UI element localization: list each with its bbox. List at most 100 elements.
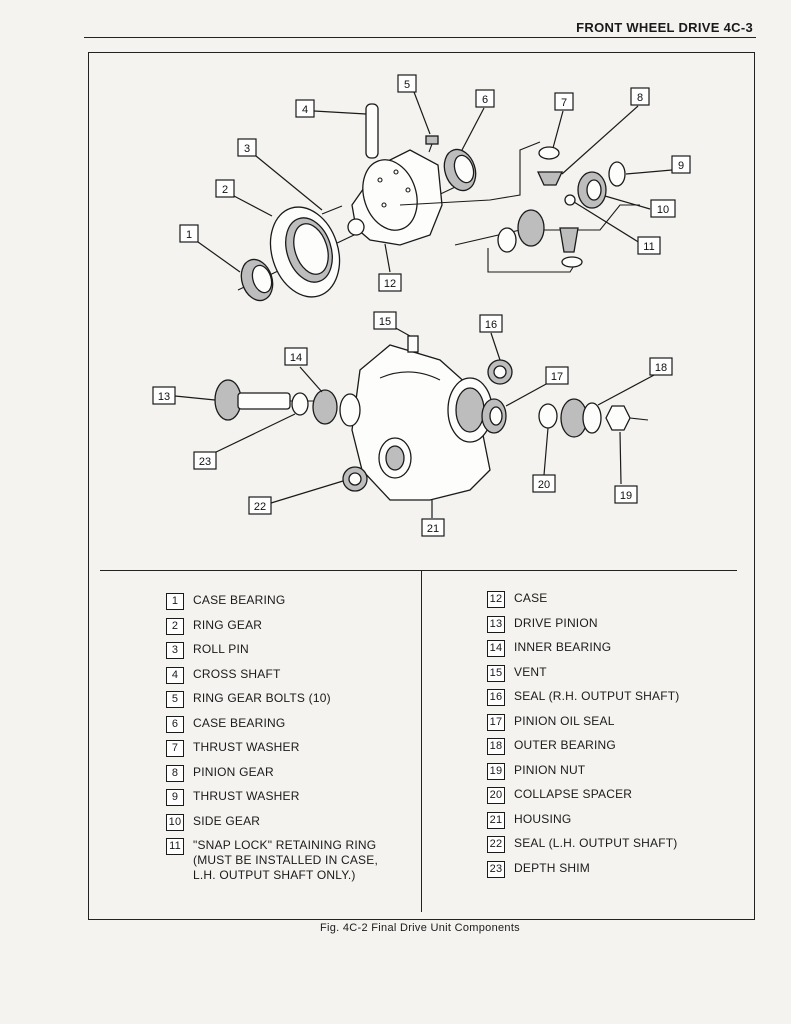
callout-14: 14 [284, 347, 308, 366]
snap-ring-illustration [564, 194, 576, 206]
svg-text:19: 19 [620, 490, 632, 502]
svg-text:16: 16 [485, 319, 497, 331]
callout-9: 9 [671, 155, 691, 174]
callout-8: 8 [630, 87, 650, 106]
callout-3: 3 [237, 138, 257, 157]
svg-text:2: 2 [222, 184, 228, 196]
cross-shaft-illustration [365, 103, 379, 159]
svg-text:7: 7 [561, 97, 567, 109]
callout-16: 16 [479, 314, 503, 333]
depth-shim-illustration [291, 392, 309, 416]
callout-5: 5 [397, 74, 417, 93]
callout-20: 20 [532, 474, 556, 493]
vent-illustration [407, 335, 419, 353]
svg-text:12: 12 [384, 278, 396, 290]
thrust-washer-9-illustration [608, 161, 626, 187]
callout-11: 11 [637, 236, 661, 255]
svg-text:18: 18 [655, 362, 667, 374]
svg-text:20: 20 [538, 479, 550, 491]
callout-18: 18 [649, 357, 673, 376]
housing-illustration [351, 344, 493, 501]
leader-lines [174, 91, 673, 518]
outer-bearing-illustration [560, 398, 602, 438]
side-gear-illustration [577, 171, 607, 209]
svg-text:1: 1 [186, 229, 192, 241]
svg-text:4: 4 [302, 104, 308, 116]
svg-text:5: 5 [404, 79, 410, 91]
svg-text:10: 10 [657, 204, 669, 216]
svg-text:21: 21 [427, 523, 439, 535]
collapse-spacer-illustration [538, 403, 558, 429]
inset-outline [454, 204, 640, 246]
callout-10: 10 [650, 199, 676, 218]
ring-gear-bolt-illustration [425, 135, 439, 153]
inset-leader [399, 141, 541, 206]
callout-7: 7 [554, 92, 574, 111]
figure-caption: Fig. 4C-2 Final Drive Unit Components [319, 922, 520, 934]
svg-text:9: 9 [678, 160, 684, 172]
seal-rh-illustration [487, 359, 513, 385]
svg-text:8: 8 [637, 92, 643, 104]
inner-bearing-illustration [312, 389, 361, 427]
callout-23: 23 [193, 451, 217, 470]
legend-column-divider [421, 570, 422, 912]
svg-text:17: 17 [551, 371, 563, 383]
callout-1: 1 [179, 224, 199, 243]
figure-frame [88, 52, 755, 920]
callout-2: 2 [215, 179, 235, 198]
svg-text:22: 22 [254, 501, 266, 513]
callout-19: 19 [614, 485, 638, 504]
header-rule [84, 37, 756, 38]
callout-12: 12 [378, 273, 402, 292]
svg-text:13: 13 [158, 391, 170, 403]
callout-22: 22 [248, 496, 272, 515]
svg-text:14: 14 [290, 352, 302, 364]
svg-text:15: 15 [379, 316, 391, 328]
legend-top-rule [100, 570, 737, 571]
roll-pin-illustration [321, 205, 343, 215]
pinion-gear-top-illustration [536, 171, 564, 186]
callout-4: 4 [295, 99, 315, 118]
callout-17: 17 [545, 366, 569, 385]
page-header: FRONT WHEEL DRIVE 4C-3 [576, 20, 753, 35]
case-bearing-1-illustration [240, 258, 274, 302]
thrust-washer-7-illustration [538, 146, 560, 160]
callout-21: 21 [421, 518, 445, 537]
seal-lh-illustration [342, 466, 368, 492]
pinion-nut-illustration [605, 405, 649, 431]
pinion-oil-seal-illustration [481, 398, 507, 434]
svg-text:6: 6 [482, 94, 488, 106]
ring-gear-illustration [269, 206, 341, 298]
diff-case-illustration [347, 149, 443, 246]
case-bearing-6-illustration [443, 148, 477, 192]
svg-text:23: 23 [199, 456, 211, 468]
callout-15: 15 [373, 311, 397, 330]
callout-13: 13 [152, 386, 176, 405]
inset-outline-lower [487, 248, 576, 273]
callout-6: 6 [475, 89, 495, 108]
svg-text:11: 11 [643, 241, 654, 253]
